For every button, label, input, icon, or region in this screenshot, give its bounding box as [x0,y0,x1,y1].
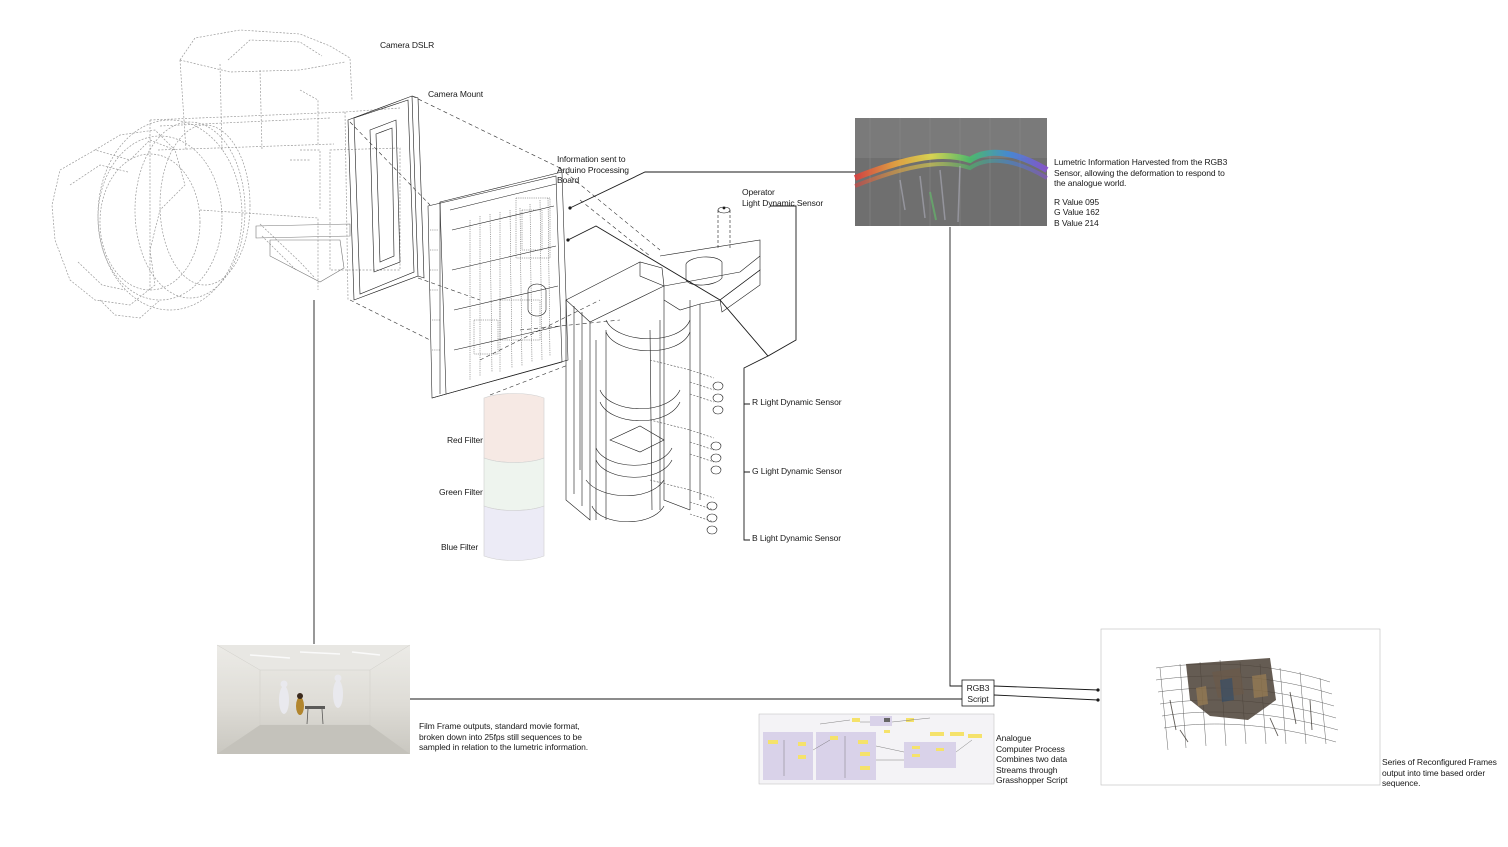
g-value: G Value 162 [1054,207,1100,217]
label-reconfigured-desc: Series of Reconfigured Frames output int… [1382,757,1497,788]
label-blue-filter: Blue Filter [441,542,479,552]
label-red-filter: Red Filter [447,435,483,445]
label-r-sensor: R Light Dynamic Sensor [752,397,842,407]
label-g-sensor: G Light Dynamic Sensor [752,466,842,476]
filter-housing [565,206,761,535]
film-frame-photo [216,644,411,754]
blue-filter [483,505,545,561]
grasshopper-script-image [758,713,995,785]
r-value: R Value 095 [1054,196,1100,207]
arduino-board [427,171,569,399]
projection-lines [349,95,661,396]
b-value: B Value 214 [1054,217,1099,228]
lumetric-spectrum-image [853,118,1049,226]
label-rgb3-script: RGB3 Script [966,683,990,704]
label-camera-dslr: Camera DSLR [380,40,435,50]
label-arduino-info: Information sent to Arduino Processing B… [557,154,629,185]
leader-lines [313,171,1099,701]
camera-mount [255,95,425,301]
connector-dots [566,206,1100,702]
label-b-sensor: B Light Dynamic Sensor [752,533,841,543]
red-filter [483,393,545,463]
label-lumetric-desc: Lumetric Information Harvested from the … [1054,157,1228,228]
green-filter [483,457,545,511]
rgb3-script-box [961,679,995,707]
camera-dslr-wireframe [51,29,401,319]
label-analogue-process: Analogue Computer Process Combines two d… [996,733,1068,785]
label-operator-sensor: Operator Light Dynamic Sensor [742,187,824,208]
label-film-desc: Film Frame outputs, standard movie forma… [419,721,589,752]
label-camera-mount: Camera Mount [428,89,484,99]
label-green-filter: Green Filter [439,487,483,497]
reconfigured-frames-image [1100,628,1381,786]
